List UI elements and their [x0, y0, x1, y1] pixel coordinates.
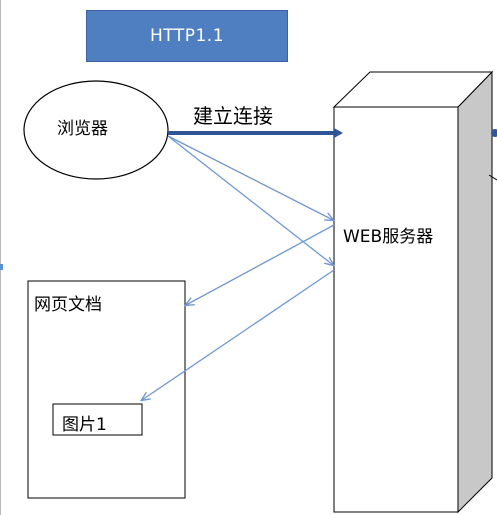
request-arrow-2	[167, 135, 333, 265]
right-edge-arrowhead	[491, 129, 497, 137]
document-box	[27, 280, 186, 499]
image-label: 图片1	[62, 415, 107, 435]
title-box: HTTP1.1	[86, 10, 288, 62]
server-box-side	[457, 70, 493, 514]
server-box-front	[333, 106, 459, 513]
connect-label: 建立连接	[193, 104, 273, 128]
server-label: WEB服务器	[343, 227, 434, 247]
right-edge-line	[488, 174, 497, 181]
image-box	[52, 403, 143, 436]
request-arrow-1	[167, 135, 333, 220]
document-label: 网页文档	[34, 295, 102, 315]
response-arrow-image	[142, 269, 335, 400]
browser-label: 浏览器	[57, 119, 108, 139]
response-arrow-document	[186, 224, 335, 305]
browser-ellipse	[23, 80, 169, 180]
left-edge-handle	[0, 264, 3, 270]
